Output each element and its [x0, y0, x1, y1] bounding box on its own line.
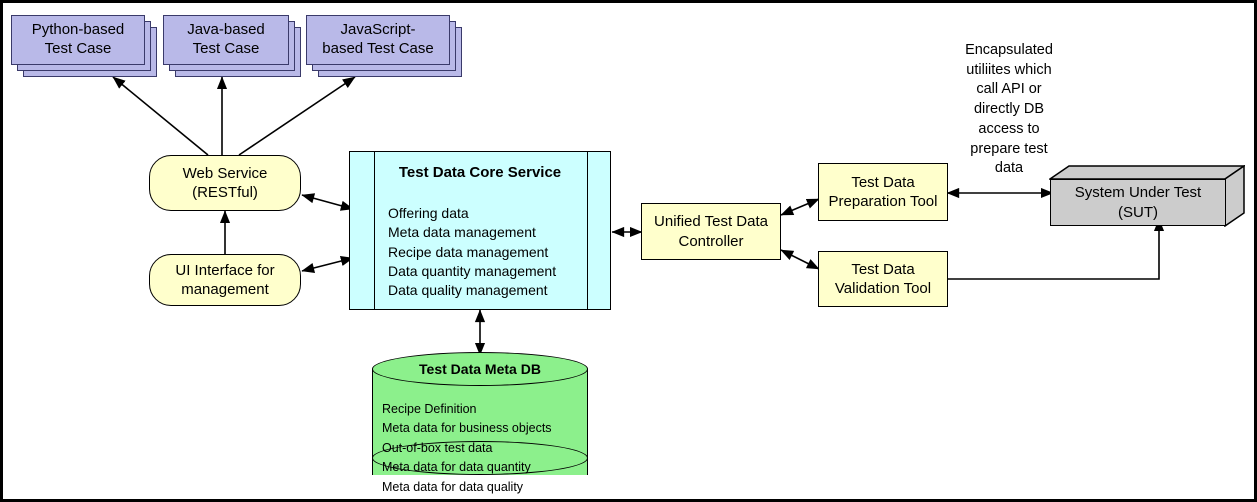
- connector-controller-to-preparation: [780, 198, 820, 216]
- db-content-item: Meta data for data quality: [382, 479, 524, 494]
- validation-tool-label-line1: Test Data: [851, 260, 915, 278]
- connector-validation-to-sut: [947, 218, 1165, 280]
- core-capability-item: Data quantity management: [388, 262, 557, 279]
- db-content-item: Out-of-box test data: [382, 440, 493, 455]
- javascript-test-case-card[interactable]: JavaScript- based Test Case: [306, 15, 450, 65]
- db-contents-list: Recipe Definition Meta data for business…: [382, 400, 552, 497]
- connector-ui-to-core: [301, 256, 354, 273]
- annotation-line: Encapsulated: [965, 42, 1053, 58]
- javascript-test-case-stack[interactable]: JavaScript- based Test Case: [306, 15, 464, 79]
- core-capability-item: Data quality management: [388, 282, 548, 299]
- java-test-case-label-line2: Test Case: [192, 40, 260, 57]
- connector-layer: [112, 76, 1165, 356]
- sut-front-face[interactable]: System Under Test (SUT): [1050, 179, 1226, 226]
- test-data-meta-db-title: Test Data Meta DB: [419, 361, 541, 377]
- connector-controller-to-validation: [780, 249, 820, 270]
- system-under-test-node[interactable]: System Under Test (SUT): [1049, 165, 1245, 227]
- ui-interface-label-line1: UI Interface for: [175, 261, 275, 279]
- python-test-case-label-line2: Test Case: [44, 40, 112, 57]
- python-test-case-stack[interactable]: Python-based Test Case: [11, 15, 159, 79]
- controller-label-line1: Unified Test Data: [654, 213, 768, 230]
- core-right-divider: [587, 152, 588, 309]
- db-cylinder-bottom: [372, 441, 588, 475]
- connector-webservice-to-core: [301, 193, 354, 211]
- sut-label-line1: System Under Test: [1074, 184, 1202, 201]
- java-test-case-card[interactable]: Java-based Test Case: [163, 15, 289, 65]
- preparation-tool-label-line2: Preparation Tool: [828, 193, 938, 210]
- python-test-case-label-line1: Python-based: [31, 21, 125, 39]
- preparation-tool-label-line1: Test Data: [851, 173, 915, 191]
- annotation-line: prepare test: [970, 140, 1048, 157]
- core-capability-item: Meta data management: [388, 224, 536, 241]
- db-content-item: Meta data for data quantity: [382, 460, 531, 475]
- annotation-line: call API or: [976, 81, 1042, 98]
- annotation-line: data: [994, 160, 1024, 177]
- core-capability-item: Offering data: [388, 205, 469, 221]
- test-data-preparation-tool-node[interactable]: Test Data Preparation Tool: [818, 163, 948, 221]
- web-service-label-line2: (RESTful): [192, 184, 258, 201]
- core-service-capability-list: Offering data Meta data management Recip…: [388, 204, 556, 301]
- db-cylinder-top: [372, 352, 588, 386]
- javascript-test-case-label-line2: based Test Case: [322, 40, 434, 57]
- test-data-validation-tool-node[interactable]: Test Data Validation Tool: [818, 251, 948, 307]
- annotation-line: access to: [978, 120, 1040, 137]
- connector-webservice-to-javascript: [238, 76, 356, 156]
- encapsulated-utilities-annotation: Encapsulated utiliites which call API or…: [945, 41, 1073, 179]
- db-content-item: Meta data for business objects: [382, 421, 552, 436]
- test-data-meta-db-node[interactable]: Test Data Meta DB Recipe Definition Meta…: [372, 352, 588, 494]
- javascript-test-case-label-line1: JavaScript-: [340, 21, 416, 39]
- db-content-item: Recipe Definition: [382, 402, 477, 416]
- annotation-line: directly DB: [973, 101, 1045, 118]
- java-test-case-stack[interactable]: Java-based Test Case: [163, 15, 303, 79]
- ui-interface-label-line2: management: [181, 281, 269, 298]
- web-service-node[interactable]: Web Service (RESTful): [149, 155, 301, 211]
- validation-tool-label-line2: Validation Tool: [834, 280, 932, 297]
- sut-label-line2: (SUT): [1118, 203, 1158, 221]
- controller-label-line2: Controller: [678, 232, 744, 250]
- unified-test-data-controller-node[interactable]: Unified Test Data Controller: [641, 203, 781, 260]
- test-data-core-service-node[interactable]: Test Data Core Service Offering data Met…: [349, 151, 611, 310]
- annotation-line: utiliites which: [966, 61, 1052, 78]
- core-capability-item: Recipe data management: [388, 243, 549, 260]
- web-service-label-line1: Web Service: [182, 164, 268, 182]
- test-data-core-service-title: Test Data Core Service: [398, 164, 562, 181]
- java-test-case-label-line1: Java-based: [187, 21, 265, 39]
- core-left-divider: [374, 152, 375, 309]
- ui-interface-node[interactable]: UI Interface for management: [149, 254, 301, 306]
- python-test-case-card[interactable]: Python-based Test Case: [11, 15, 145, 65]
- connector-webservice-to-python: [112, 76, 209, 156]
